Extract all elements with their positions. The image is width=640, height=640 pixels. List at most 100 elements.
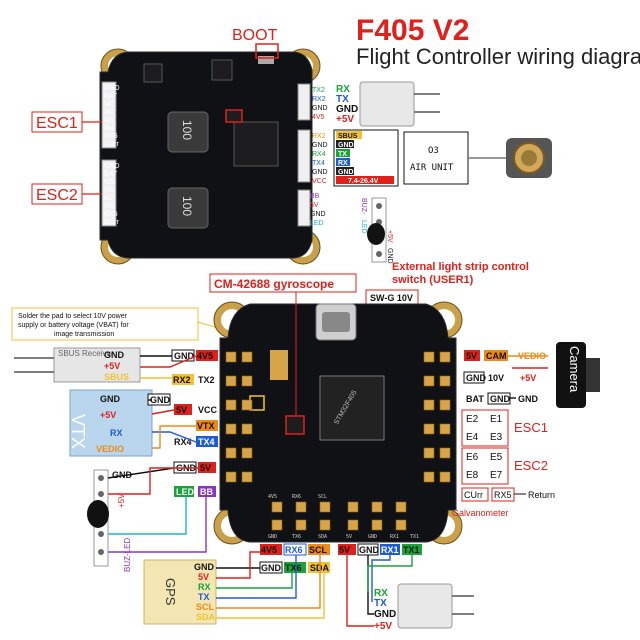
air-pin: GND <box>312 142 328 149</box>
led-pin: 5V <box>310 202 319 209</box>
esc1-pin: CUrr <box>104 141 119 148</box>
bottom-rx-pad: 5V <box>339 545 350 555</box>
galvanometer-label: Galvanometer <box>452 508 509 518</box>
esc-pad: E4 <box>466 432 479 443</box>
rx-connector-pins: TX2 RX2 GND 4V5 <box>312 87 328 121</box>
pad-silk: RX6 <box>292 494 301 500</box>
return-label: Return <box>528 490 555 500</box>
esc1-pad-labels: E2 E1 E4 E3 <box>466 414 503 443</box>
board-bottom-pad-labels: 4V5 RX6 SCL GND TX6 SDA 5V GND RX1 TX1 <box>268 494 419 540</box>
sbus-receiver <box>53 347 141 383</box>
light-strip-label-1: External light strip control <box>392 261 529 273</box>
vtx-wire-label: GND <box>100 394 121 404</box>
esc2-pin: M5 <box>104 179 114 186</box>
sbus-pad: TX2 <box>198 375 215 385</box>
buzzer-pad: BB <box>200 487 213 497</box>
esc2-pin: GND <box>104 163 120 170</box>
buz-minus: BUZ- <box>360 198 367 215</box>
bottom-rx-label: TX <box>374 598 387 609</box>
air-unit-name-1: O3 <box>428 146 439 156</box>
sbus-pad: GND <box>174 351 195 361</box>
curr-pad: CUrr <box>464 490 483 500</box>
cam-pad: GND <box>490 394 511 404</box>
air-label: GND <box>338 142 354 149</box>
esc2-label: ESC2 <box>36 187 78 204</box>
sbus-wire-label: +5V <box>104 361 120 371</box>
gps-pin: 5V <box>198 572 209 582</box>
gps-header-pad: 4V5 <box>261 545 277 555</box>
cam-pad: BAT <box>466 394 484 404</box>
pad-silk: RX1 <box>390 534 399 540</box>
gps-header-pad: RX6 <box>285 545 303 555</box>
buz-plus5v: +5V <box>117 493 126 508</box>
receiver-module-bottom <box>397 583 453 629</box>
esc1-pin: GND <box>104 85 120 92</box>
gps-header-pad: GND <box>261 563 282 573</box>
pad-silk: 5V <box>346 534 352 540</box>
vtx-pad: TX4 <box>198 437 215 447</box>
cam-pad: 10V <box>488 373 504 383</box>
vtx-wire-label: +5V <box>100 410 116 420</box>
bottom-rx-pad: RX1 <box>381 545 399 555</box>
pad-silk: GND <box>368 534 377 540</box>
air-label: RX <box>338 160 348 167</box>
air-pin: GND <box>312 169 328 176</box>
camera-wiring: 5V CAM VEDIO GND 10V +5V BAT GND GND <box>463 350 546 405</box>
esc1-bottom-label: ESC1 <box>514 420 548 435</box>
buzzer-left-wiring: GND GND 5V LED BB <box>112 461 216 497</box>
rx-pin: GND <box>312 105 328 112</box>
bottom-rx-label: +5V <box>374 621 392 632</box>
inductor-marking-2: 100 <box>180 196 194 216</box>
solder-note-3: image transmission <box>54 331 114 338</box>
sbus-wire-label: SBUS <box>104 372 129 382</box>
gps-pin: TX <box>198 592 210 602</box>
esc-pad: E2 <box>466 414 479 425</box>
pad-silk: SCL <box>318 494 327 500</box>
sbus-pad: 4V5 <box>197 351 213 361</box>
air-label: TX <box>338 151 347 158</box>
buz-label: GND <box>386 248 393 264</box>
sbus-pad: RX2 <box>173 375 191 385</box>
esc-pad: E8 <box>466 470 479 481</box>
esc-pad: E7 <box>490 470 503 481</box>
air-unit-pins: RX2 GND RX4 TX4 GND VCC <box>312 133 328 185</box>
pad-silk: GND <box>268 534 277 540</box>
vtx-wire-label: VEDIO <box>96 444 124 454</box>
esc-pad: E5 <box>490 452 503 463</box>
rx-label: RX <box>336 84 350 95</box>
gyro-label: CM-42688 gyroscope <box>214 277 334 291</box>
gps-header-pad: SCL <box>309 545 328 555</box>
gyro-box <box>209 273 357 293</box>
esc1-pin: RX5 <box>104 133 118 140</box>
esc-pad: E6 <box>466 452 479 463</box>
air-unit-name-2: AIR UNIT <box>410 163 454 173</box>
cam-pad: GND <box>466 373 487 383</box>
air-label: 7.4-26.4V <box>348 178 379 185</box>
pad-silk: 4V5 <box>268 494 277 500</box>
buzzer-top-labels: BUZ- LED +5V GND <box>360 198 393 264</box>
esc2-bottom-label: ESC2 <box>514 458 548 473</box>
buzzer-pad: 5V <box>200 463 211 473</box>
air-unit-labels: SBUS GND TX RX GND 7.4-26.4V <box>336 131 394 185</box>
vtx-wire-label: RX <box>110 428 123 438</box>
esc2-pin: M7 <box>104 195 114 202</box>
boot-highlight <box>255 43 279 59</box>
buzzer-pad: LED <box>176 487 195 497</box>
pad-silk: TX1 <box>410 534 419 540</box>
led-pin: GND <box>310 211 326 218</box>
solder-note-box <box>11 307 199 341</box>
esc2-pad-box <box>461 447 509 485</box>
diagram-title: F405 V2 <box>356 14 469 47</box>
esc2-pin: CUrr <box>104 219 119 226</box>
light-strip-label-2: switch (USER1) <box>392 274 474 286</box>
rx-pin: TX2 <box>312 87 325 94</box>
esc1-label: ESC1 <box>36 115 78 132</box>
esc2-pin: RX5 <box>104 211 118 218</box>
sbus-receiver-label: SBUS Receiver <box>58 349 114 358</box>
rx-label: GND <box>336 104 358 115</box>
esc2-pin-labels: GND BAT M5 M6 M7 M8 RX5 CUrr <box>104 163 120 226</box>
air-pin: VCC <box>312 178 327 185</box>
cam-wire-label: GND <box>518 394 539 404</box>
buzzer-wire-label: GND <box>112 470 133 480</box>
